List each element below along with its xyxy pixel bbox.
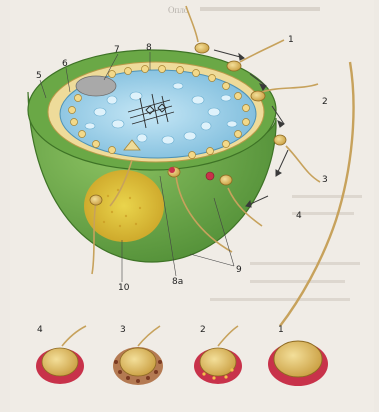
stage-label-2: 2 [200, 325, 206, 335]
label-2: 2 [322, 97, 328, 107]
label-6: 6 [62, 59, 68, 69]
label-9: 9 [236, 265, 242, 275]
grey-vesicle [76, 76, 116, 96]
stage-label-3: 3 [120, 325, 126, 335]
stage-label-4: 4 [37, 325, 43, 335]
stage-label-1: 1 [278, 325, 284, 335]
label-8: 8 [146, 43, 152, 53]
label-10: 10 [118, 283, 130, 293]
label-7: 7 [114, 45, 120, 55]
label-5: 5 [36, 71, 42, 81]
label-1: 1 [288, 35, 294, 45]
label-3: 3 [322, 175, 328, 185]
label-4: 4 [296, 211, 302, 221]
label-8a: 8а [172, 277, 183, 287]
